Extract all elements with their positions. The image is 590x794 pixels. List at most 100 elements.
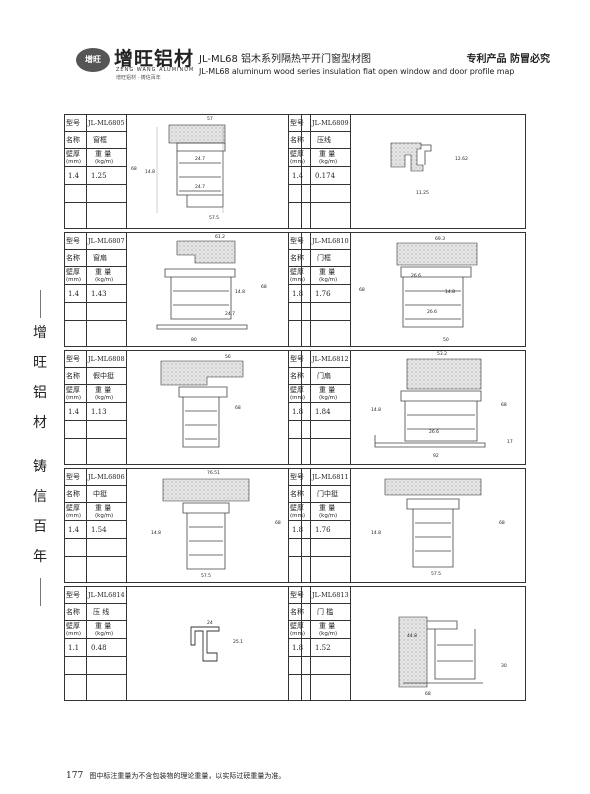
thickness-unit: (mm) xyxy=(66,277,82,283)
spec-table: 型号 JL-ML6807 名称 窗扇 壁厚 (mm) 重 量 (kg/m) 1.… xyxy=(65,233,127,346)
profile-card: 型号 JL-ML6807 名称 窗扇 壁厚 (mm) 重 量 (kg/m) 1.… xyxy=(64,232,302,347)
weight-unit: (kg/m) xyxy=(319,395,338,401)
profile-card: 型号 JL-ML6806 名称 中挺 壁厚 (mm) 重 量 (kg/m) 1.… xyxy=(64,468,302,583)
model-number: JL-ML6805 xyxy=(88,119,125,127)
dimension-label: 68 xyxy=(501,402,507,408)
spec-table: 型号 JL-ML6813 名称 门 槛 壁厚 (mm) 重 量 (kg/m) 1… xyxy=(289,587,351,700)
profile-drawing: 76.51 57.5 68 14.8 xyxy=(127,469,301,582)
name-label: 名称 xyxy=(66,136,80,144)
dimension-label: 14.8 xyxy=(151,530,161,536)
weight-label: 重 量 xyxy=(95,386,112,394)
model-number: JL-ML6810 xyxy=(312,237,349,245)
dimension-label: 57.5 xyxy=(431,571,441,577)
spec-table: 型号 JL-ML6808 名称 假中挺 壁厚 (mm) 重 量 (kg/m) 1… xyxy=(65,351,127,464)
weight-value: 1.84 xyxy=(315,408,331,416)
weight-label: 重 量 xyxy=(319,150,336,158)
thickness-label: 壁厚 xyxy=(290,504,304,512)
weight-unit: (kg/m) xyxy=(319,159,338,165)
weight-unit: (kg/m) xyxy=(319,631,338,637)
dimension-label: 12.62 xyxy=(455,156,468,162)
model-label: 型号 xyxy=(290,355,304,363)
dimension-label: 69.3 xyxy=(435,236,445,242)
dimension-label: 57.5 xyxy=(201,573,211,579)
model-label: 型号 xyxy=(290,473,304,481)
weight-value: 0.174 xyxy=(315,172,336,180)
weight-value: 1.25 xyxy=(91,172,107,180)
wall-thickness-value: 1.8 xyxy=(292,290,304,298)
footer-note: 图中标注重量为不含包装物的理论重量，以实际过磅重量为准。 xyxy=(89,772,286,780)
weight-label: 重 量 xyxy=(319,622,336,630)
thickness-unit: (mm) xyxy=(66,631,82,637)
slogan-char: 百 xyxy=(33,519,47,535)
thickness-unit: (mm) xyxy=(290,159,306,165)
weight-value: 1.76 xyxy=(315,526,331,534)
thickness-label: 壁厚 xyxy=(66,504,80,512)
slogan-char: 信 xyxy=(33,489,47,505)
weight-label: 重 量 xyxy=(95,504,112,512)
slogan-char: 年 xyxy=(33,549,47,565)
model-label: 型号 xyxy=(290,591,304,599)
dimension-label: 44.8 xyxy=(407,633,417,639)
logo-badge: 增旺 xyxy=(76,48,110,72)
name-label: 名称 xyxy=(290,490,304,498)
slogan-rule-top xyxy=(39,290,41,318)
profile-name: 窗框 xyxy=(93,136,107,144)
thickness-label: 壁厚 xyxy=(66,150,80,158)
profile-card: 型号 JL-ML6809 名称 压线 壁厚 (mm) 重 量 (kg/m) 1.… xyxy=(288,114,526,229)
profile-name: 压 线 xyxy=(93,608,110,616)
weight-label: 重 量 xyxy=(95,150,112,158)
spec-table: 型号 JL-ML6811 名称 门中挺 壁厚 (mm) 重 量 (kg/m) 1… xyxy=(289,469,351,582)
logo-subtitle: 增旺铝材 · 铸信百年 xyxy=(116,75,161,81)
model-label: 型号 xyxy=(66,355,80,363)
model-number: JL-ML6809 xyxy=(312,119,349,127)
wall-thickness-value: 1.8 xyxy=(292,408,304,416)
name-label: 名称 xyxy=(290,372,304,380)
dimension-label: 76.51 xyxy=(207,470,220,476)
dimension-label: 30 xyxy=(501,663,507,669)
weight-label: 重 量 xyxy=(319,504,336,512)
cross-section-diagram: 76.51 57.5 68 14.8 xyxy=(151,470,281,579)
vertical-slogan: 增 旺 铝 材 铸 信 百 年 xyxy=(32,290,48,612)
slogan-char: 铸 xyxy=(33,459,47,475)
wall-thickness-value: 1.4 xyxy=(68,526,80,534)
profile-name: 中挺 xyxy=(93,490,107,498)
thickness-unit: (mm) xyxy=(66,395,82,401)
page-header: 增旺 增旺铝材 ZENG WANG ALUMINUM 增旺铝材 · 铸信百年 J… xyxy=(46,44,558,86)
spec-table: 型号 JL-ML6805 名称 窗框 壁厚 (mm) 重 量 (kg/m) 1.… xyxy=(65,115,127,228)
page-number: 177 xyxy=(66,771,84,781)
spec-table: 型号 JL-ML6806 名称 中挺 壁厚 (mm) 重 量 (kg/m) 1.… xyxy=(65,469,127,582)
model-number: JL-ML6811 xyxy=(312,473,349,481)
thickness-label: 壁厚 xyxy=(290,268,304,276)
dimension-label: 50 xyxy=(443,337,449,343)
weight-unit: (kg/m) xyxy=(95,277,114,283)
thickness-label: 壁厚 xyxy=(290,622,304,630)
dimension-label: 56 xyxy=(225,354,231,360)
profile-card: 型号 JL-ML6813 名称 门 槛 壁厚 (mm) 重 量 (kg/m) 1… xyxy=(288,586,526,701)
model-label: 型号 xyxy=(66,591,80,599)
thickness-unit: (mm) xyxy=(66,159,82,165)
name-label: 名称 xyxy=(290,608,304,616)
wall-thickness-value: 1.1 xyxy=(68,644,80,652)
logo-chinese-name: 增旺铝材 xyxy=(114,48,195,70)
model-number: JL-ML6812 xyxy=(312,355,349,363)
dimension-label: 25.1 xyxy=(233,639,243,645)
slogan-char: 材 xyxy=(33,415,47,431)
dimension-label: 24.7 xyxy=(225,311,235,317)
weight-unit: (kg/m) xyxy=(95,513,114,519)
profile-name: 窗扇 xyxy=(93,254,107,262)
dimension-label: 14.8 xyxy=(235,289,245,295)
dimension-label: 14.8 xyxy=(145,169,155,175)
weight-label: 重 量 xyxy=(95,622,112,630)
dimension-label: 26.6 xyxy=(429,429,439,435)
dimension-label: 14.8 xyxy=(371,407,381,413)
wall-thickness-value: 1.4 xyxy=(292,172,304,180)
weight-label: 重 量 xyxy=(319,268,336,276)
profile-name: 门框 xyxy=(317,254,331,262)
wall-thickness-value: 1.4 xyxy=(68,290,80,298)
dimension-label: 68 xyxy=(275,520,281,526)
spec-table: 型号 JL-ML6812 名称 门扇 壁厚 (mm) 重 量 (kg/m) 1.… xyxy=(289,351,351,464)
